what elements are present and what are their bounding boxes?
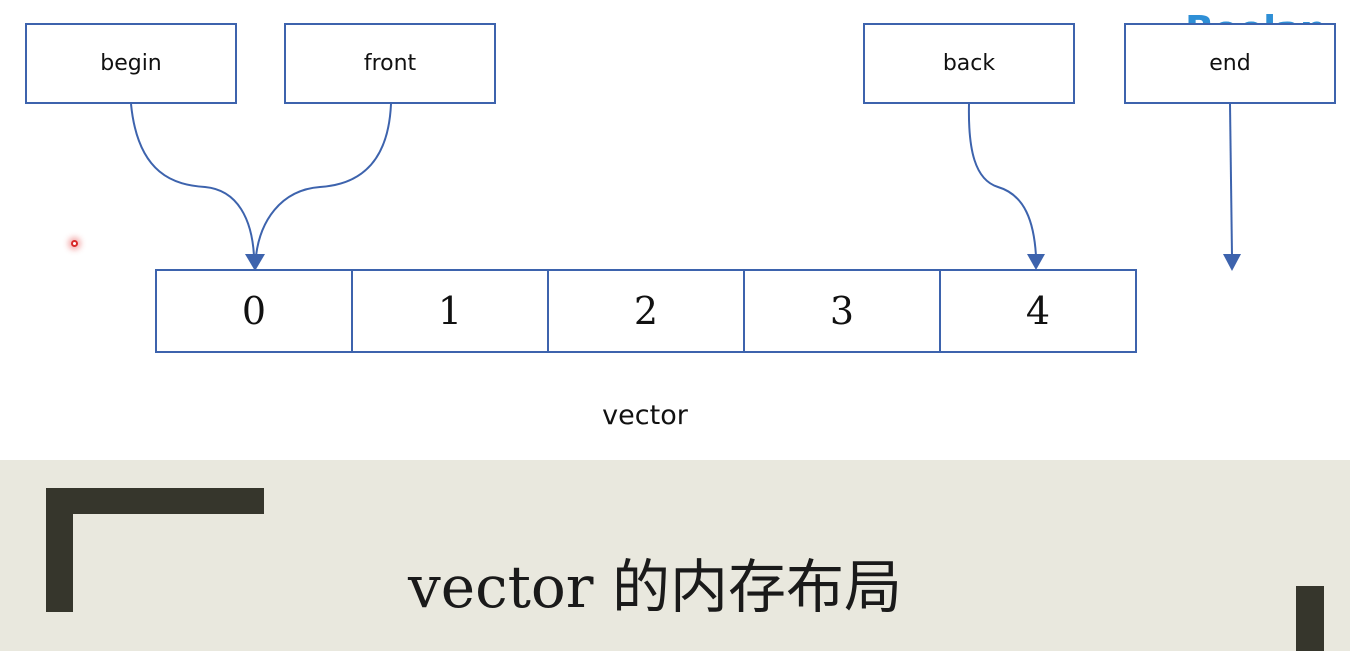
arrow-back-to-cell-4: [967, 103, 1037, 257]
slide-title: vector 的内存布局: [408, 553, 902, 621]
arrowhead-cell-4: [1027, 254, 1045, 270]
arrowhead-cell-0: [245, 254, 265, 271]
arrow-begin-to-cell-0: [130, 103, 255, 257]
pointer-box-end: end: [1124, 23, 1336, 104]
decor-bracket-top: [46, 488, 264, 514]
vector-cell-0: 0: [155, 269, 353, 353]
laser-pointer-dot: [71, 240, 78, 247]
decor-bracket-left: [46, 488, 73, 612]
pointer-box-begin: begin: [25, 23, 237, 104]
vector-cell-3: 3: [743, 269, 941, 353]
arrow-end-past-last: [1229, 103, 1233, 257]
vector-cell-2: 2: [547, 269, 745, 353]
pointer-box-back: back: [863, 23, 1075, 104]
vector-cell-4: 4: [939, 269, 1137, 353]
pointer-box-front: front: [284, 23, 496, 104]
arrowhead-end: [1223, 254, 1241, 271]
vector-cell-1: 1: [351, 269, 549, 353]
diagram-caption: vector: [602, 400, 688, 431]
decor-bracket-right: [1296, 586, 1324, 651]
pointer-arrows: [130, 103, 1241, 271]
arrow-front-to-cell-0: [255, 103, 392, 257]
